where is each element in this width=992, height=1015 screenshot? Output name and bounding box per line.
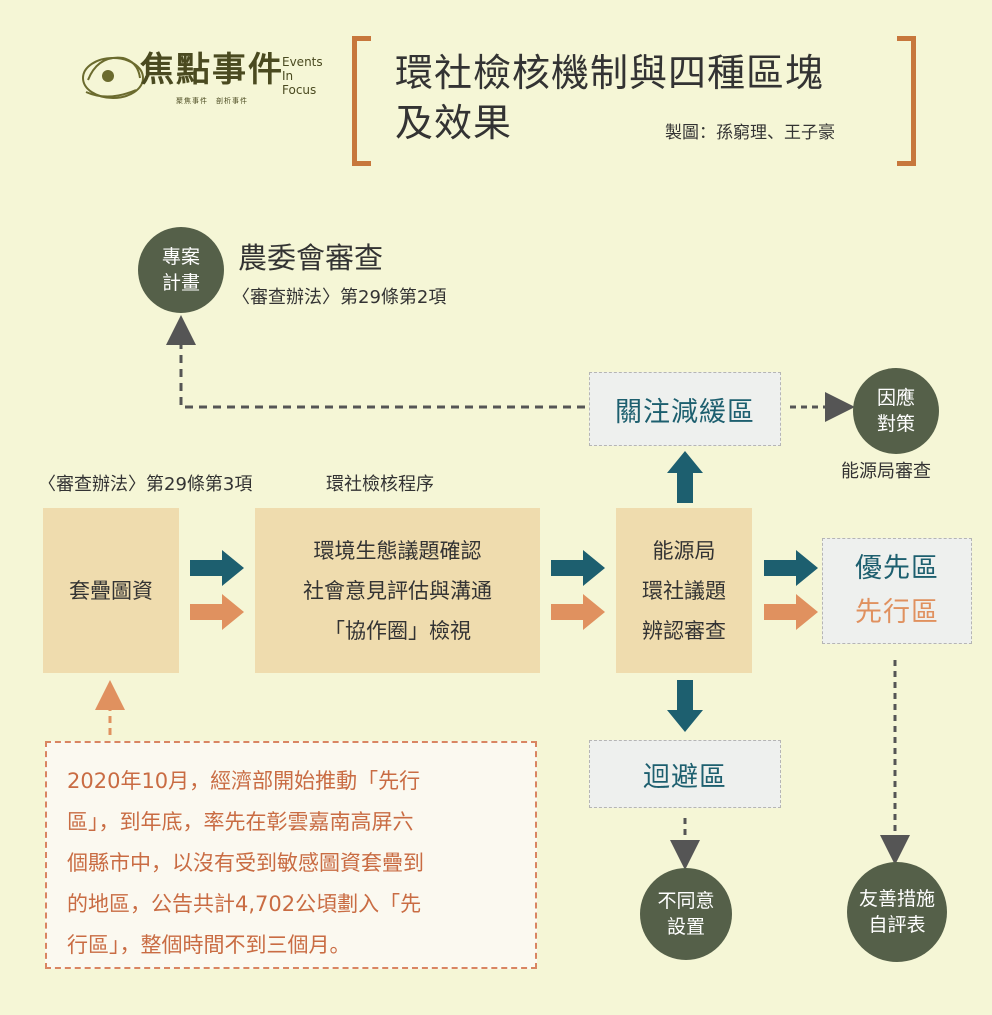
graphic-credit: 製圖：孫窮理、王子豪 [665,123,835,143]
procedure-title: 環社檢核程序 [326,474,434,495]
title-bracket-right [897,36,916,166]
procedure-reference: 〈審查辦法〉第29條第3項 [38,474,253,495]
logo-subtitle: 聚焦事件 剖析事件 [176,97,248,105]
page-title: 環社檢核機制與四種區塊 及效果 [395,51,825,145]
priority-pilot-zone-box: 優先區 先行區 [822,538,972,644]
logo-english-text: Events In Focus [282,55,323,97]
priority-zone-label: 優先區 [855,553,939,584]
avoidance-zone: 迴避區 [589,740,781,808]
coa-review-reference: 〈審查辦法〉第29條第2項 [232,287,447,308]
pilot-zone-note: 2020年10月，經濟部開始推動「先行 區」，到年底，率先在彰雲嘉南高屏六 個縣… [45,741,537,969]
arrow-teal-3 [764,550,818,586]
energy-bureau-issue-box: 能源局 環社議題 辨認審查 [616,508,752,673]
project-plan-circle: 專案 計畫 [138,227,224,313]
pilot-zone-label: 先行區 [855,597,939,628]
logo-chinese-text: 焦點事件 [140,50,284,90]
title-bracket-left [352,36,371,166]
dashed-connector-to-project-plan [166,315,585,409]
arrow-orange-1 [190,594,244,630]
arrow-teal-up [667,451,703,503]
logo-illustration-icon [82,56,144,99]
friendly-measures-circle: 友善措施 自評表 [847,862,947,962]
arrow-teal-2 [551,550,605,586]
coa-review-title: 農委會審查 [238,241,384,275]
arrow-orange-3 [764,594,818,630]
disagree-setup-circle: 不同意 設置 [640,868,732,960]
eco-social-steps-box: 環境生態議題確認 社會意見評估與溝通 「協作圈」檢視 [255,508,540,673]
arrow-teal-down [667,680,703,732]
arrow-orange-2 [551,594,605,630]
arrow-teal-1 [190,550,244,586]
response-measures-circle: 因應 對策 [853,368,939,454]
overlay-data-box: 套疊圖資 [43,508,179,673]
attention-mitigation-zone: 關注減緩區 [589,372,781,446]
energy-bureau-review-label: 能源局審查 [841,461,931,482]
